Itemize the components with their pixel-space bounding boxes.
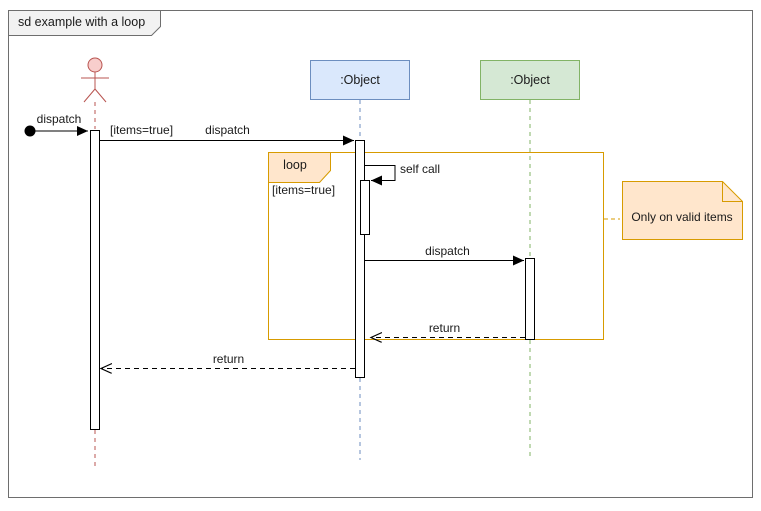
found-message-label: dispatch <box>36 112 82 126</box>
dispatch2-label: dispatch <box>425 244 470 258</box>
return1-label: return <box>428 321 461 335</box>
object1-activation-bar[interactable] <box>355 140 365 378</box>
note-text: Only on valid items <box>631 210 733 224</box>
self-call-arrow[interactable] <box>365 165 396 186</box>
object2-activation-bar[interactable] <box>525 258 535 340</box>
note-fold-corner <box>722 181 743 202</box>
loop-operator-label: loop <box>283 158 307 172</box>
actor-leg-left <box>83 88 96 103</box>
participant-object1[interactable]: :Object <box>310 60 410 100</box>
actor-head <box>87 57 103 73</box>
loop-guard-label: [items=true] <box>272 183 336 197</box>
participant-object2[interactable]: :Object <box>480 60 580 100</box>
loop-operator-pentagon <box>268 152 331 183</box>
frame-title-tab <box>8 10 161 36</box>
participant-object1-label: :Object <box>340 73 380 87</box>
dispatch1-label: dispatch <box>205 123 250 137</box>
return2-label: return <box>212 352 245 366</box>
dispatch1-guard-label: [items=true] <box>110 123 174 137</box>
frame-border <box>8 10 753 498</box>
object1-nested-activation-bar[interactable] <box>360 180 370 235</box>
actor-leg-right <box>94 88 107 103</box>
note-shape[interactable] <box>622 181 743 240</box>
loop-fragment[interactable] <box>268 152 604 340</box>
participant-object2-label: :Object <box>510 73 550 87</box>
actor-figure[interactable] <box>81 57 109 103</box>
frame-title-label: sd example with a loop <box>18 15 146 29</box>
actor-activation-bar[interactable] <box>90 130 100 430</box>
found-message-dot[interactable] <box>24 125 36 137</box>
self-call-label: self call <box>400 162 441 176</box>
